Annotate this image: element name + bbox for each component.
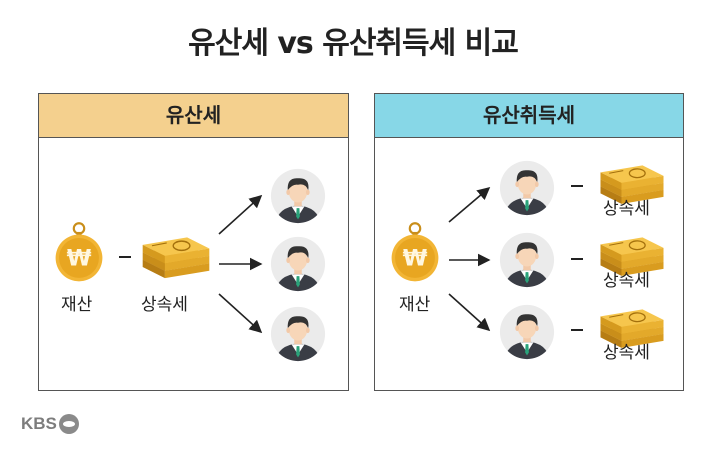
heir-3-icon	[271, 307, 325, 362]
asset-label: 재산	[61, 295, 93, 315]
asset-coin-icon	[54, 222, 104, 282]
arrow-down	[448, 293, 491, 332]
tax-label: 상속세	[141, 295, 188, 315]
tax-label-1: 상속세	[603, 199, 650, 219]
kbs-logo: KBS	[21, 414, 79, 434]
inheritance-tax-diagram	[54, 94, 350, 392]
arrow-up	[218, 194, 263, 235]
asset-label: 재산	[399, 295, 431, 315]
arrow-down	[218, 293, 263, 334]
arrow-up	[448, 186, 491, 223]
acquisition-tax-header: 유산취득세	[375, 94, 683, 138]
page-title: 유산세 vs 유산취득세 비교	[188, 26, 519, 61]
heir-1-icon	[271, 169, 325, 224]
money-stack-icon	[141, 236, 211, 279]
inheritance-tax-header: 유산세	[39, 94, 348, 138]
heir-2-icon	[271, 237, 325, 292]
inheritance-tax-panel: 유산세 재산 상속세	[38, 93, 349, 391]
heir-3-icon	[500, 305, 554, 360]
kbs-logo-text: KBS	[21, 414, 57, 433]
heir-1-icon	[500, 161, 554, 216]
acquisition-tax-panel: 유산취득세 재산 상속세 상속세 상속세	[374, 93, 684, 391]
kbs-logo-icon	[58, 414, 79, 434]
acquisition-tax-diagram	[390, 94, 665, 392]
tax-label-3: 상속세	[603, 343, 650, 363]
heir-2-icon	[500, 233, 554, 288]
asset-coin-icon	[390, 222, 440, 282]
tax-label-2: 상속세	[603, 271, 650, 291]
